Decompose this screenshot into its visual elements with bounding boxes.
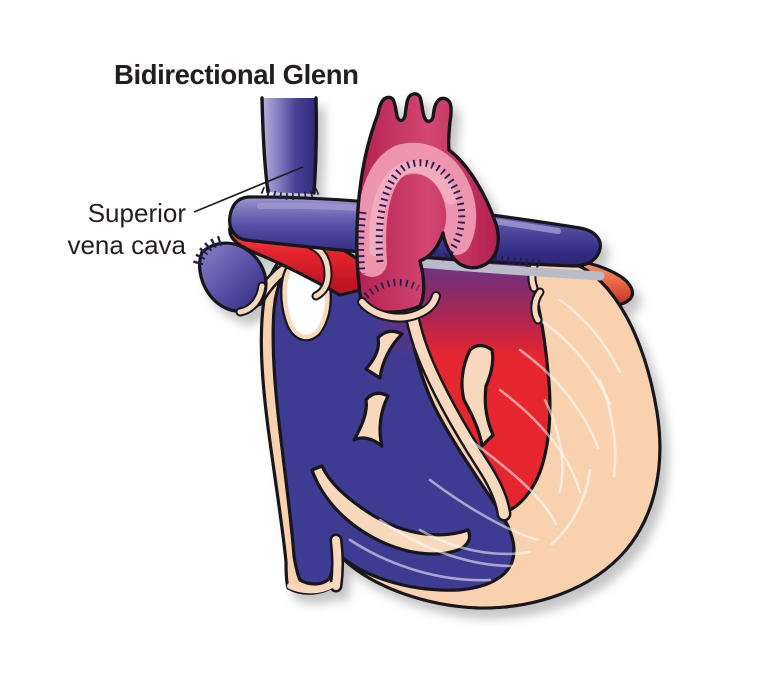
- myocardium-texture: [348, 298, 622, 582]
- label-leader-line: [193, 166, 304, 213]
- svc-left-edge: [260, 96, 270, 194]
- inferior-vena-cava-wall: [332, 536, 342, 590]
- superior-vena-cava: [261, 98, 317, 194]
- aorta-left-suture: [357, 211, 367, 275]
- figure-title: Bidirectional Glenn: [114, 59, 359, 90]
- stump-oversew-suture: [193, 235, 225, 266]
- svc-right-edge: [312, 96, 319, 195]
- svc-label-line2: vena cava: [67, 230, 186, 260]
- aorta-outline: [355, 92, 500, 314]
- aorta-arch-suture: [375, 159, 466, 263]
- mitral-leaflet: [460, 343, 495, 448]
- svc-label-line1: Superior: [88, 198, 187, 228]
- aortic-annulus-ring: [359, 293, 439, 321]
- tricuspid-leaflet-lower: [352, 391, 390, 448]
- aorta: [355, 92, 500, 314]
- rpa-entry-ring: [309, 243, 331, 299]
- ivc-cut-edge: [287, 582, 335, 594]
- svc-stump: [193, 235, 268, 317]
- stump-cut-ring: [237, 283, 265, 315]
- pa-suture-line: [451, 248, 543, 267]
- tricuspid-leaflet: [364, 329, 404, 380]
- vein-ring-lower: [532, 289, 543, 323]
- heart-figure-group: [193, 92, 662, 610]
- heart-body: [251, 242, 662, 610]
